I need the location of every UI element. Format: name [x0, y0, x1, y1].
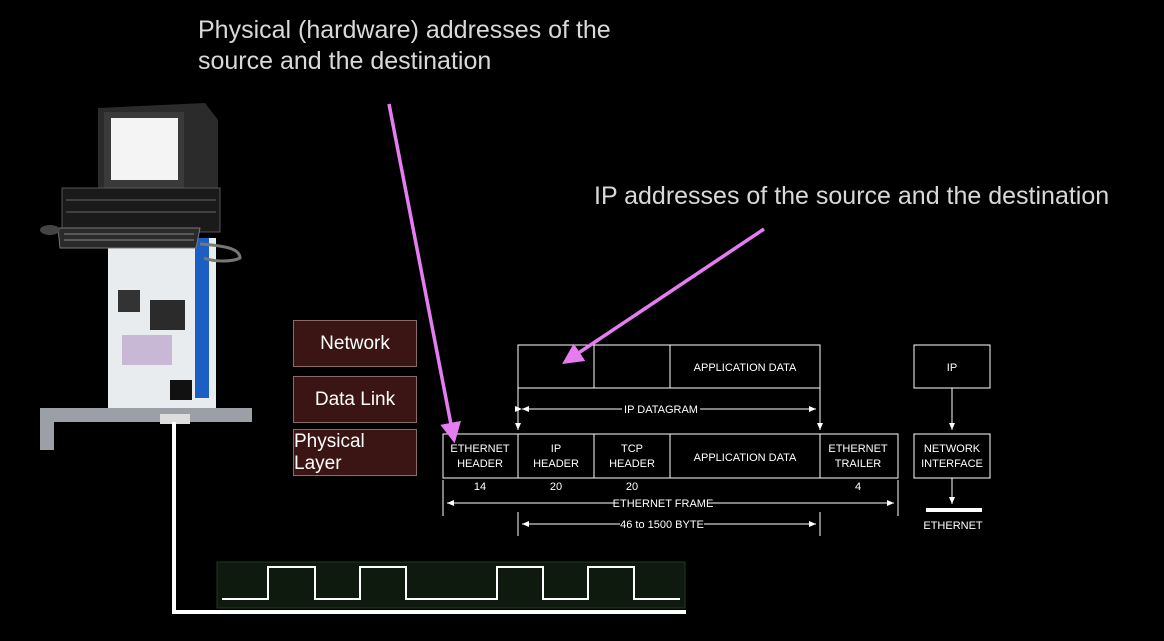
layer-data-link: Data Link — [293, 376, 417, 423]
ip-address-caption: IP addresses of the source and the desti… — [594, 182, 1110, 210]
stack-network-interface-box — [913, 433, 991, 479]
ethernet-trailer-line2: TRAILER — [835, 458, 882, 470]
ethernet-header-size: 14 — [474, 481, 486, 493]
signal-box — [216, 561, 686, 609]
ip-datagram-label: IP DATAGRAM — [624, 404, 698, 416]
network-card-icon — [40, 238, 252, 450]
ethernet-header-line2: HEADER — [457, 458, 503, 470]
computer-with-nic-image — [40, 103, 252, 450]
physical-address-caption: Physical (hardware) addresses of the sou… — [198, 16, 611, 75]
ip-address-pointer-arrow — [562, 227, 765, 364]
layer-physical: Physical Layer — [293, 429, 417, 476]
computer-case-icon — [61, 187, 221, 233]
network-cable — [172, 422, 686, 614]
stack-ethernet-label: ETHERNET — [923, 520, 983, 532]
ethernet-trailer-size: 4 — [855, 481, 861, 493]
stack-network-interface-line2: INTERFACE — [921, 458, 983, 470]
square-wave-signal — [222, 566, 680, 600]
stack-ip-label: IP — [947, 362, 957, 374]
payload-size-label: 46 to 1500 BYTE — [620, 519, 704, 531]
tcp-header-line1: TCP — [621, 443, 643, 455]
ip-header-line1: IP — [551, 443, 561, 455]
ethernet-trailer-line1: ETHERNET — [828, 443, 888, 455]
physical-address-pointer-arrow — [387, 103, 461, 444]
tcp-header-line2: HEADER — [609, 458, 655, 470]
keyboard-icon — [40, 225, 242, 263]
ethernet-frame-row — [442, 433, 899, 479]
ip-header-size: 20 — [550, 481, 562, 493]
frame-application-data-label: APPLICATION DATA — [694, 452, 797, 464]
ip-header-line2: HEADER — [533, 458, 579, 470]
tcp-header-size: 20 — [626, 481, 638, 493]
layer-network: Network — [293, 320, 417, 367]
ethernet-header-line1: ETHERNET — [450, 443, 510, 455]
stack-network-interface-line1: NETWORK — [924, 443, 981, 455]
ethernet-frame-label: ETHERNET FRAME — [613, 498, 714, 510]
monitor-icon — [98, 103, 218, 195]
stack-ip-box — [913, 344, 991, 389]
ip-application-data-label: APPLICATION DATA — [694, 362, 797, 374]
